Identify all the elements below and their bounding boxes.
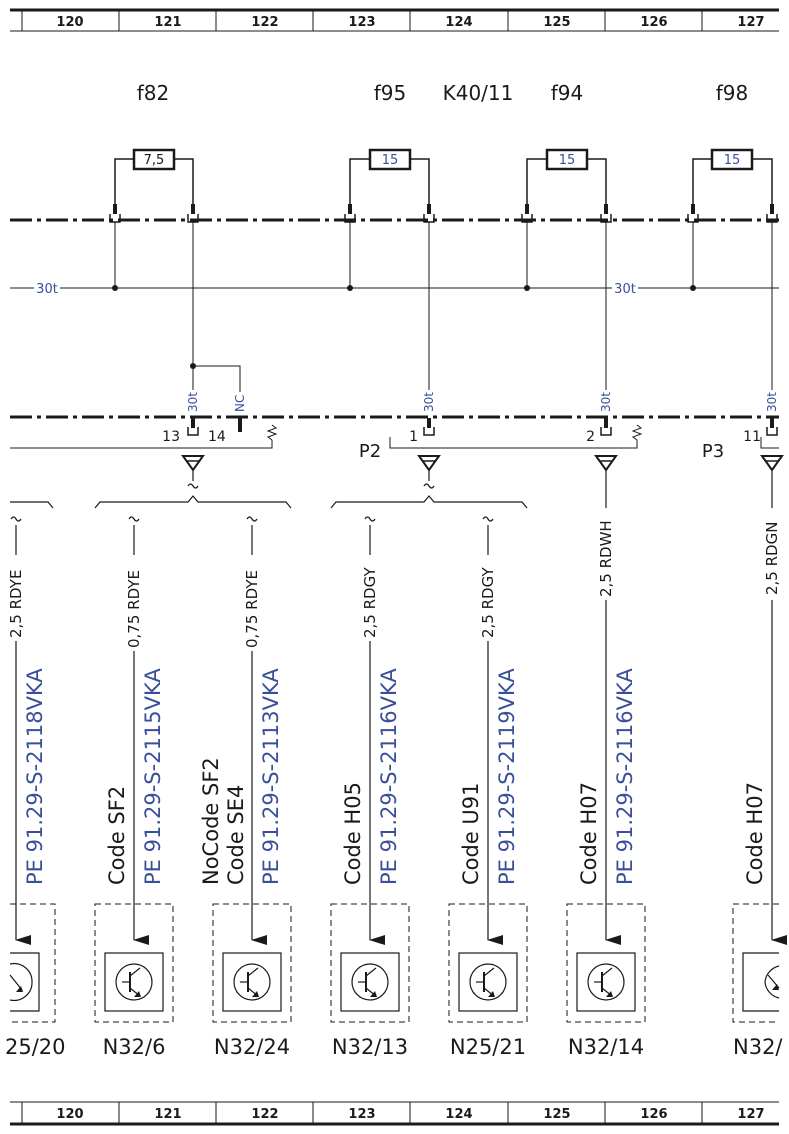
pin-number: 11 [743, 429, 761, 445]
connector-name-p2: P2 [359, 441, 381, 462]
pin-number: 13 [162, 429, 180, 445]
junction-dot [190, 363, 196, 369]
wire-spec: 0,75 RDYE [243, 570, 261, 648]
pin-label: 30t [765, 392, 779, 412]
code-label: Code SF2 [105, 786, 129, 885]
component-id: N32/24 [214, 1035, 290, 1059]
code-label: Code H07 [577, 782, 601, 885]
pin-label: NC [233, 395, 247, 412]
grid-cell-top: 122 [251, 15, 278, 30]
component-id: 25/20 [5, 1035, 66, 1059]
junction-dot [347, 285, 353, 291]
bottom-grid: 120 121 122 123 124 125 126 127 [10, 1101, 779, 1126]
grid-cell-top: 127 [737, 15, 764, 30]
component-id: N25/21 [450, 1035, 526, 1059]
transistor-emitter-arrows [16, 984, 779, 997]
fuse-f98 [692, 148, 773, 208]
fuse-f95 [349, 148, 430, 208]
grid-cell-top: 124 [445, 15, 472, 30]
wire-spec: 2,5 RDGY [361, 567, 379, 638]
code-label: NoCode SF2 [199, 757, 223, 885]
junction-dot [524, 285, 530, 291]
fuse-f82 [114, 148, 194, 208]
top-grid: 120 121 122 123 124 125 126 127 [10, 8, 779, 32]
component-id: N32/ [733, 1035, 783, 1059]
part-number: PE 91.29-S-2118VKA [23, 668, 47, 885]
relay-label: K40/11 [443, 81, 514, 105]
grid-cell-bottom: 121 [154, 1107, 181, 1122]
fuse-label-f82: f82 [137, 81, 170, 105]
connector-name-p3: P3 [702, 441, 724, 462]
part-number: PE 91.29-S-2116VKA [377, 668, 401, 885]
wire-spec: 2,5 RDWH [597, 520, 615, 597]
grid-cell-bottom: 120 [56, 1107, 83, 1122]
grid-cell-top: 120 [56, 15, 83, 30]
fuse-label-f95: f95 [374, 81, 407, 105]
grid-cell-top: 123 [348, 15, 375, 30]
wire-spec-backgrounds [8, 508, 780, 651]
part-number: PE 91.29-S-2113VKA [259, 668, 283, 885]
pin-number: 2 [586, 429, 595, 445]
grid-cell-bottom: 125 [543, 1107, 570, 1122]
fuse-f94 [526, 148, 607, 208]
grid-cell-top: 125 [543, 15, 570, 30]
grid-cell-bottom: 122 [251, 1107, 278, 1122]
fuse-label-f98: f98 [716, 81, 749, 105]
grid-cell-top: 121 [154, 15, 181, 30]
fuse-rating: 7,5 [144, 153, 165, 168]
pin-label: 30t [422, 392, 436, 412]
connector-symbols [181, 455, 784, 472]
junction-dot [112, 285, 118, 291]
part-number: PE 91.29-S-2119VKA [495, 668, 519, 885]
splice-braces [10, 470, 528, 509]
grid-cell-bottom: 124 [445, 1107, 472, 1122]
grid-cell-top: 126 [640, 15, 667, 30]
transistor-symbols [9, 952, 780, 1012]
part-number: PE 91.29-S-2115VKA [141, 668, 165, 885]
bus-30t [10, 222, 779, 289]
code-label: Code U91 [459, 782, 483, 885]
fuse-rating: 15 [724, 153, 741, 168]
pin-label: 30t [186, 392, 200, 412]
wire-spec: 2,5 RDYE [7, 570, 25, 638]
code-label: Code SE4 [224, 785, 248, 885]
component-boxes [10, 903, 779, 1023]
fuse-label-f94: f94 [551, 81, 584, 105]
junction-dot [690, 285, 696, 291]
component-id: N32/14 [568, 1035, 644, 1059]
connector-terminals [187, 418, 778, 436]
grid-cell-bottom: 126 [640, 1107, 667, 1122]
bus-label: 30t [36, 282, 58, 297]
wire-spec: 2,5 RDGN [763, 522, 781, 595]
bus-label: 30t [614, 282, 636, 297]
wire-break-marks [10, 516, 494, 522]
connector-housings [10, 424, 779, 449]
part-number: PE 91.29-S-2116VKA [613, 668, 637, 885]
pin-label: 30t [599, 392, 613, 412]
code-label: Code H05 [341, 782, 365, 885]
component-id: N32/6 [103, 1035, 166, 1059]
pin-number: 14 [208, 429, 226, 445]
fuse-outputs [192, 222, 773, 392]
fuse-rating: 15 [382, 153, 399, 168]
wire-spec: 0,75 RDYE [125, 570, 143, 648]
wire-spec: 2,5 RDGY [479, 567, 497, 638]
pin-number: 1 [409, 429, 418, 445]
grid-cell-bottom: 123 [348, 1107, 375, 1122]
fuse-rating: 15 [559, 153, 576, 168]
fuse-terminals [109, 204, 778, 223]
component-id: N32/13 [332, 1035, 408, 1059]
code-label: Code H07 [743, 782, 767, 885]
grid-cell-bottom: 127 [737, 1107, 764, 1122]
